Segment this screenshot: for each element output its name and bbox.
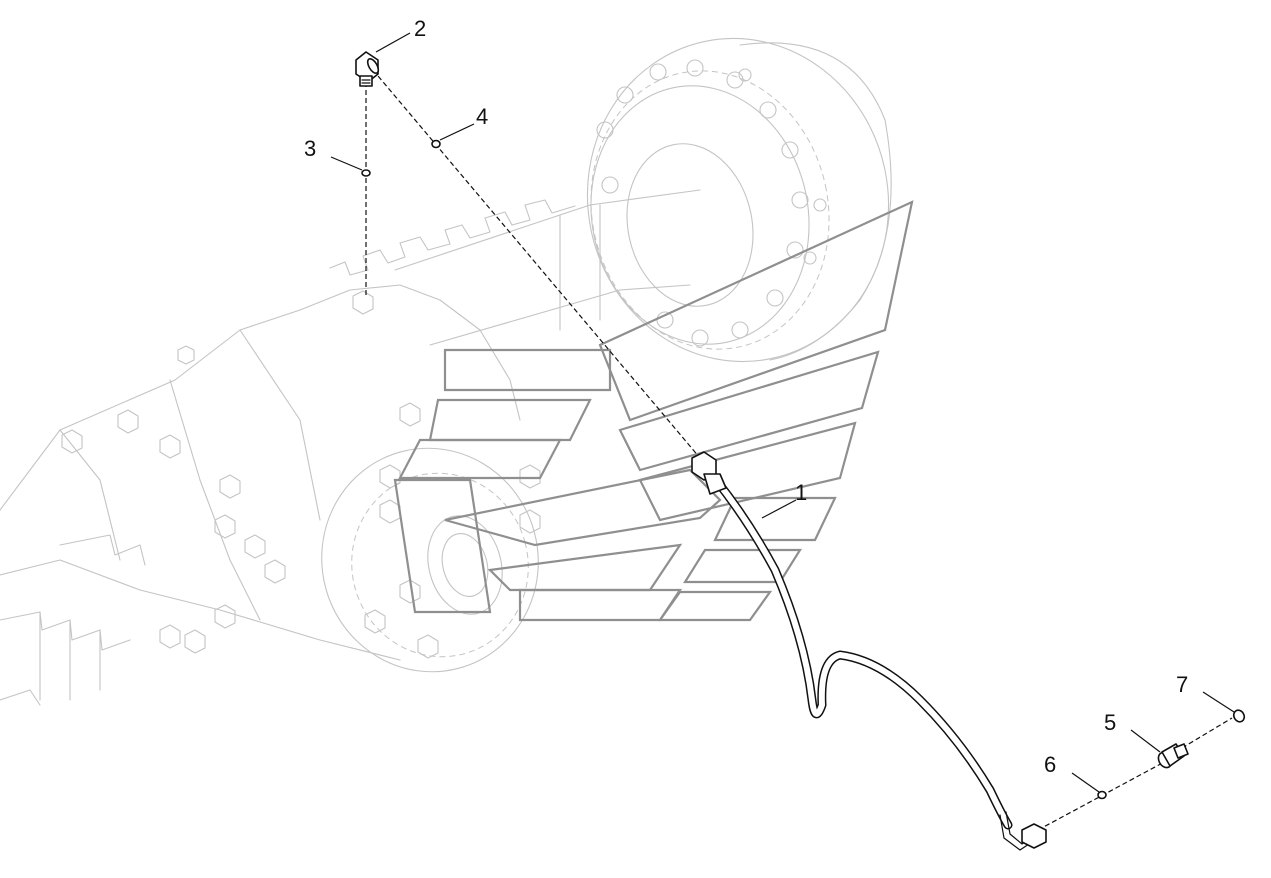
callout-3: 3: [304, 136, 316, 161]
straight-adapter: [1157, 743, 1189, 769]
callout-4: 4: [476, 104, 488, 129]
axle-housing-ghost: [0, 37, 892, 706]
assembly-axes: [365, 69, 1233, 831]
o-ring-7: [1232, 709, 1246, 723]
housing-bolts: [61, 290, 541, 659]
watermark-graphic: [393, 200, 914, 622]
leader-lines: [330, 32, 1235, 793]
seal-washer-6: [1097, 790, 1107, 800]
callout-2: 2: [414, 16, 426, 41]
seal-washer-3: [361, 169, 371, 177]
callout-5: 5: [1104, 710, 1116, 735]
callout-labels: 1 2 3 4 5 6 7: [304, 16, 1188, 777]
callout-6: 6: [1044, 752, 1056, 777]
callout-7: 7: [1176, 672, 1188, 697]
callout-1: 1: [795, 480, 807, 505]
seal-washer-4: [431, 139, 441, 149]
hose-assembly: [691, 451, 1047, 851]
elbow-fitting: [355, 51, 380, 87]
hub-bolts: [596, 59, 827, 347]
